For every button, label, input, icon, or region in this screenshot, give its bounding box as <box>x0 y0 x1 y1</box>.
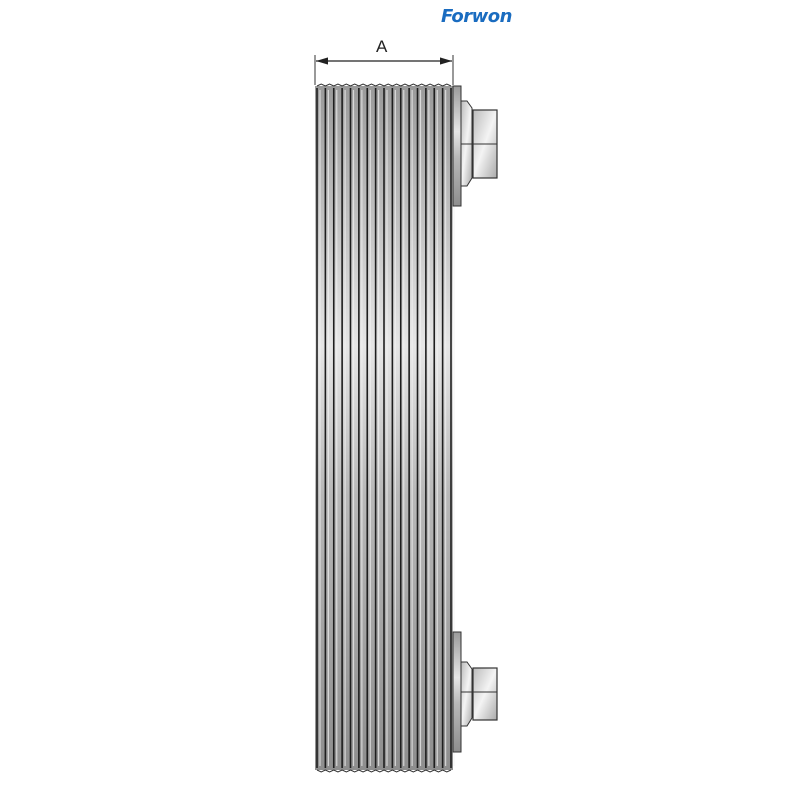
connector-bottom <box>460 661 498 727</box>
connector-top <box>460 100 498 187</box>
end-plate-bottom <box>452 631 462 753</box>
connector-collar <box>460 661 473 727</box>
plate-pack <box>315 83 455 773</box>
connector-nut <box>472 667 498 721</box>
brand-logo: Forwon <box>441 6 512 27</box>
dimension-a: A <box>314 37 454 85</box>
end-plate-top <box>452 85 462 207</box>
serrated-edge-bottom <box>316 769 452 773</box>
dimension-label: A <box>376 37 388 56</box>
serrated-edge-top <box>316 83 452 87</box>
